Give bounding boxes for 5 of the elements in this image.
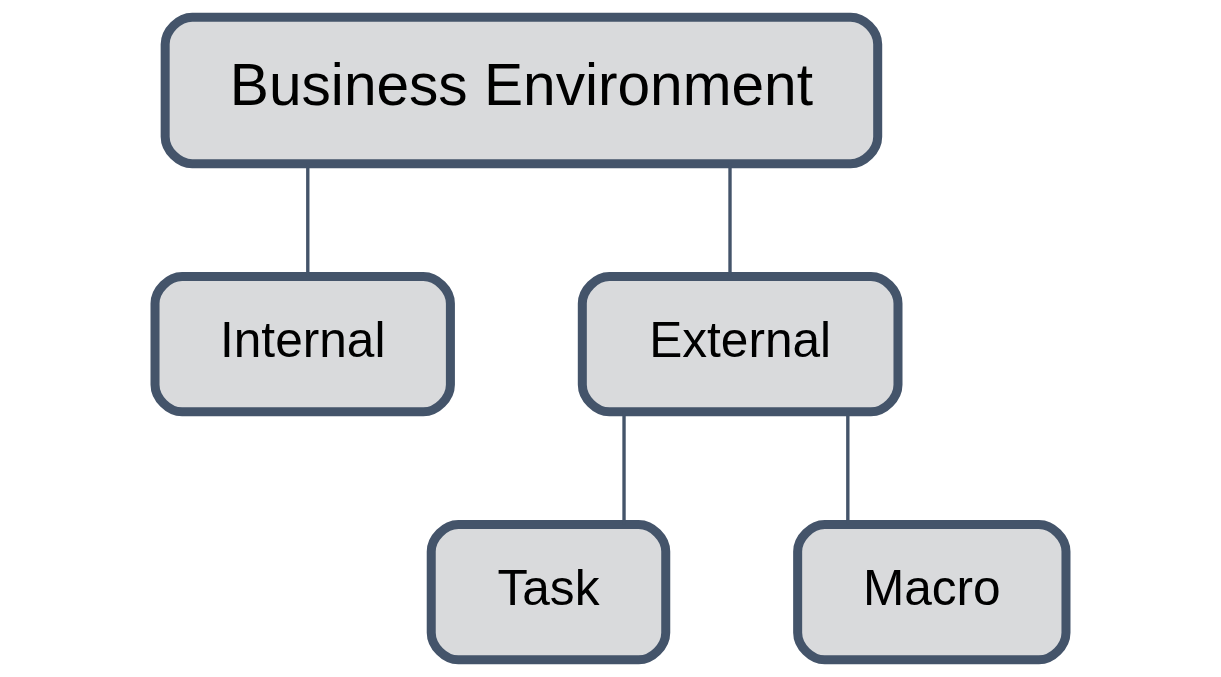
node-box: Task [426,520,671,665]
node-box: Internal [150,272,455,417]
node-box: Business Environment [160,12,883,169]
node-box: External [577,272,903,417]
node-box: Macro [793,520,1071,665]
